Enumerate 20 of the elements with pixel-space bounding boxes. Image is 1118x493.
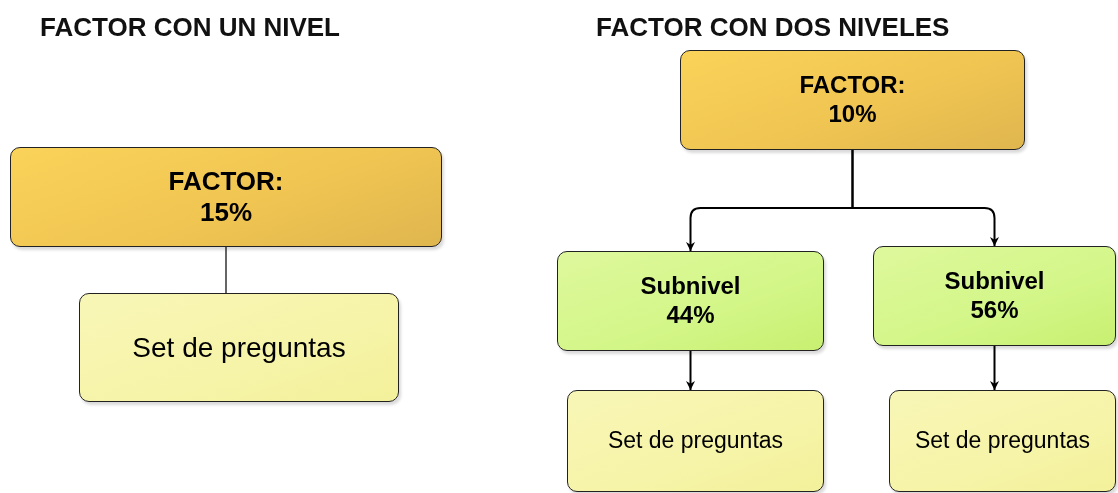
arrow: [686, 350, 695, 391]
factor-box: [10, 147, 442, 247]
sublevel-box: [557, 251, 824, 351]
connector-line: [225, 246, 227, 294]
section-heading: FACTOR CON UN NIVEL: [40, 12, 340, 43]
sublevel-box: [873, 246, 1116, 346]
box-label: FACTOR: 15%: [168, 165, 284, 229]
section-heading: FACTOR CON DOS NIVELES: [596, 12, 950, 43]
box-label: Subnivel 44%: [640, 272, 741, 330]
box-label: Set de preguntas: [607, 427, 784, 455]
factor-box: [680, 50, 1025, 150]
box-label: Set de preguntas: [914, 427, 1091, 455]
box-label: FACTOR: 10%: [799, 71, 906, 129]
box-label: Set de preguntas: [132, 330, 346, 365]
box-label: Subnivel 56%: [944, 267, 1045, 325]
question-set-box: [79, 293, 399, 402]
arrow: [851, 149, 999, 247]
arrow: [990, 345, 999, 391]
question-set-box: [889, 390, 1116, 492]
question-set-box: [567, 390, 824, 492]
